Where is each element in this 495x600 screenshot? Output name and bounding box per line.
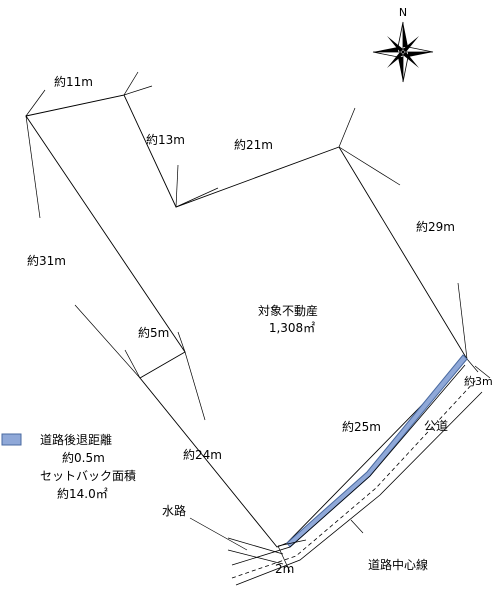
legend-line-4: 約14.0㎡ [57,486,108,501]
legend-line-3: セットバック面積 [40,468,136,483]
dimension-label-3m: 約3m [464,374,493,388]
dimension-label-21m: 約21m [234,137,273,152]
waterway-lines [227,537,284,565]
compass-north-label: N [399,6,407,19]
legend-line-1: 道路後退距離 [40,432,112,447]
property-boundary [25,94,468,548]
dimension-label-25m: 約25m [342,419,381,434]
north-arrow-icon [372,21,434,83]
dimension-label-24m: 約24m [183,447,222,462]
legend-swatch [1,433,22,446]
dimension-label-2m: 2m [275,562,294,576]
dimension-label-29m: 約29m [416,219,455,234]
legend-line-2: 約0.5m [62,450,105,465]
waterway-label: 水路 [162,503,186,518]
road-centerline-label: 道路中心線 [368,557,428,572]
dimension-label-31m: 約31m [27,253,66,268]
dimension-label-5m: 約5m [138,325,169,340]
legend: 道路後退距離 約0.5m セットバック面積 約14.0㎡ [1,432,136,501]
public-road-label: 公道 [424,419,448,433]
dimension-extension-lines [25,71,491,421]
public-road [231,364,483,586]
plot-name: 対象不動産 [258,303,318,318]
plot-area: 1,308㎡ [269,321,315,335]
leader-lines [189,517,364,573]
dimension-label-13m: 約13m [146,132,185,147]
dimension-label-11m: 約11m [54,74,93,89]
